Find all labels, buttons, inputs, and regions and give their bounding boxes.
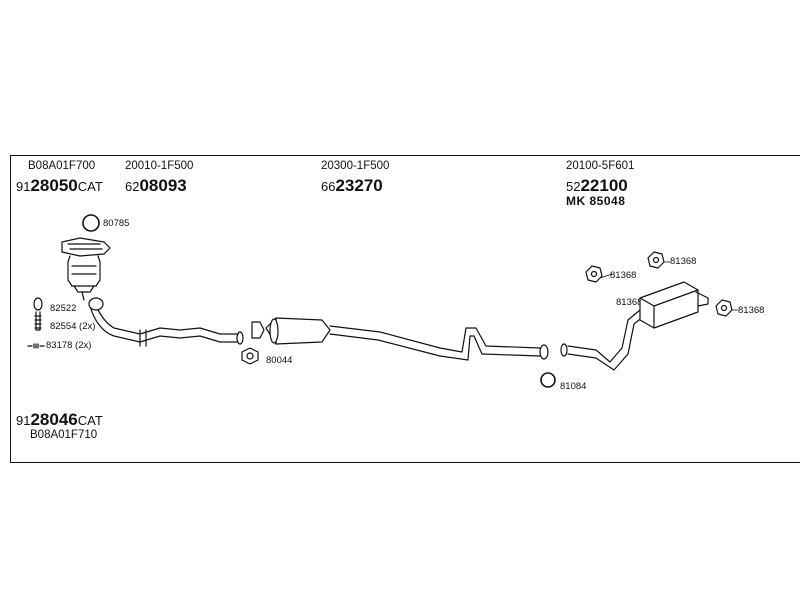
ring-gasket-icon <box>82 214 100 232</box>
part-prefix: 91 <box>16 413 31 428</box>
rubber-hanger-icon <box>585 265 603 283</box>
label-81084[interactable]: 81084 <box>560 381 587 392</box>
part-main: 28046 <box>30 410 78 429</box>
part-prefix: 91 <box>16 179 31 194</box>
part-main: 22100 <box>580 176 628 195</box>
front-pipe-icon <box>88 297 244 347</box>
oe-number-cat-rear: B08A01F710 <box>30 429 98 441</box>
part-number-cat-front[interactable]: 9128050CAT <box>16 177 103 194</box>
label-83178[interactable]: 83178 (2x) <box>46 340 92 351</box>
catalytic-converter-icon <box>61 237 111 301</box>
label-82522[interactable]: 82522 <box>50 303 77 314</box>
part-number-middle-silencer[interactable]: 6623270 <box>321 177 383 194</box>
middle-silencer-icon <box>265 317 331 345</box>
part-prefix: 62 <box>125 179 140 194</box>
rubber-hanger-icon <box>715 299 733 317</box>
label-82554[interactable]: 82554 (2x) <box>50 321 96 332</box>
stud-bolt-icon <box>33 297 43 331</box>
label-80044[interactable]: 80044 <box>266 355 293 366</box>
part-prefix: 66 <box>321 179 336 194</box>
part-main: 28050 <box>30 176 78 195</box>
rear-pipe-icon <box>560 309 645 371</box>
mounting-kit-number[interactable]: MK 85048 <box>566 194 626 208</box>
label-80785[interactable]: 80785 <box>103 218 130 229</box>
label-81368-lower[interactable]: 81368 <box>616 297 643 308</box>
part-main: 08093 <box>139 176 187 195</box>
oe-number-middle-silencer: 20300-1F500 <box>321 160 390 172</box>
part-number-rear-silencer[interactable]: 5222100 <box>566 177 628 194</box>
part-number-front-pipe[interactable]: 6208093 <box>125 177 187 194</box>
part-suffix: CAT <box>77 413 103 428</box>
oe-number-front-pipe: 20010-1F500 <box>125 160 194 172</box>
part-suffix: CAT <box>77 179 103 194</box>
diagram-frame <box>10 155 800 463</box>
flange-icon <box>251 321 265 339</box>
oe-number-cat-front: B08A01F700 <box>28 160 96 172</box>
label-81368-right[interactable]: 81368 <box>738 305 765 316</box>
middle-pipe-icon <box>329 325 549 361</box>
gasket-80044-icon <box>241 347 259 365</box>
ring-81084-icon <box>540 372 556 388</box>
spring-icon <box>27 343 45 349</box>
part-prefix: 52 <box>566 179 581 194</box>
part-main: 23270 <box>335 176 383 195</box>
rubber-hanger-icon <box>647 251 665 269</box>
label-81368-left[interactable]: 81368 <box>610 270 637 281</box>
label-81368-top[interactable]: 81368 <box>670 256 697 267</box>
oe-number-rear-silencer: 20100-5F601 <box>566 160 635 172</box>
rear-silencer-icon <box>639 281 709 329</box>
part-number-cat-rear[interactable]: 9128046CAT <box>16 411 103 428</box>
